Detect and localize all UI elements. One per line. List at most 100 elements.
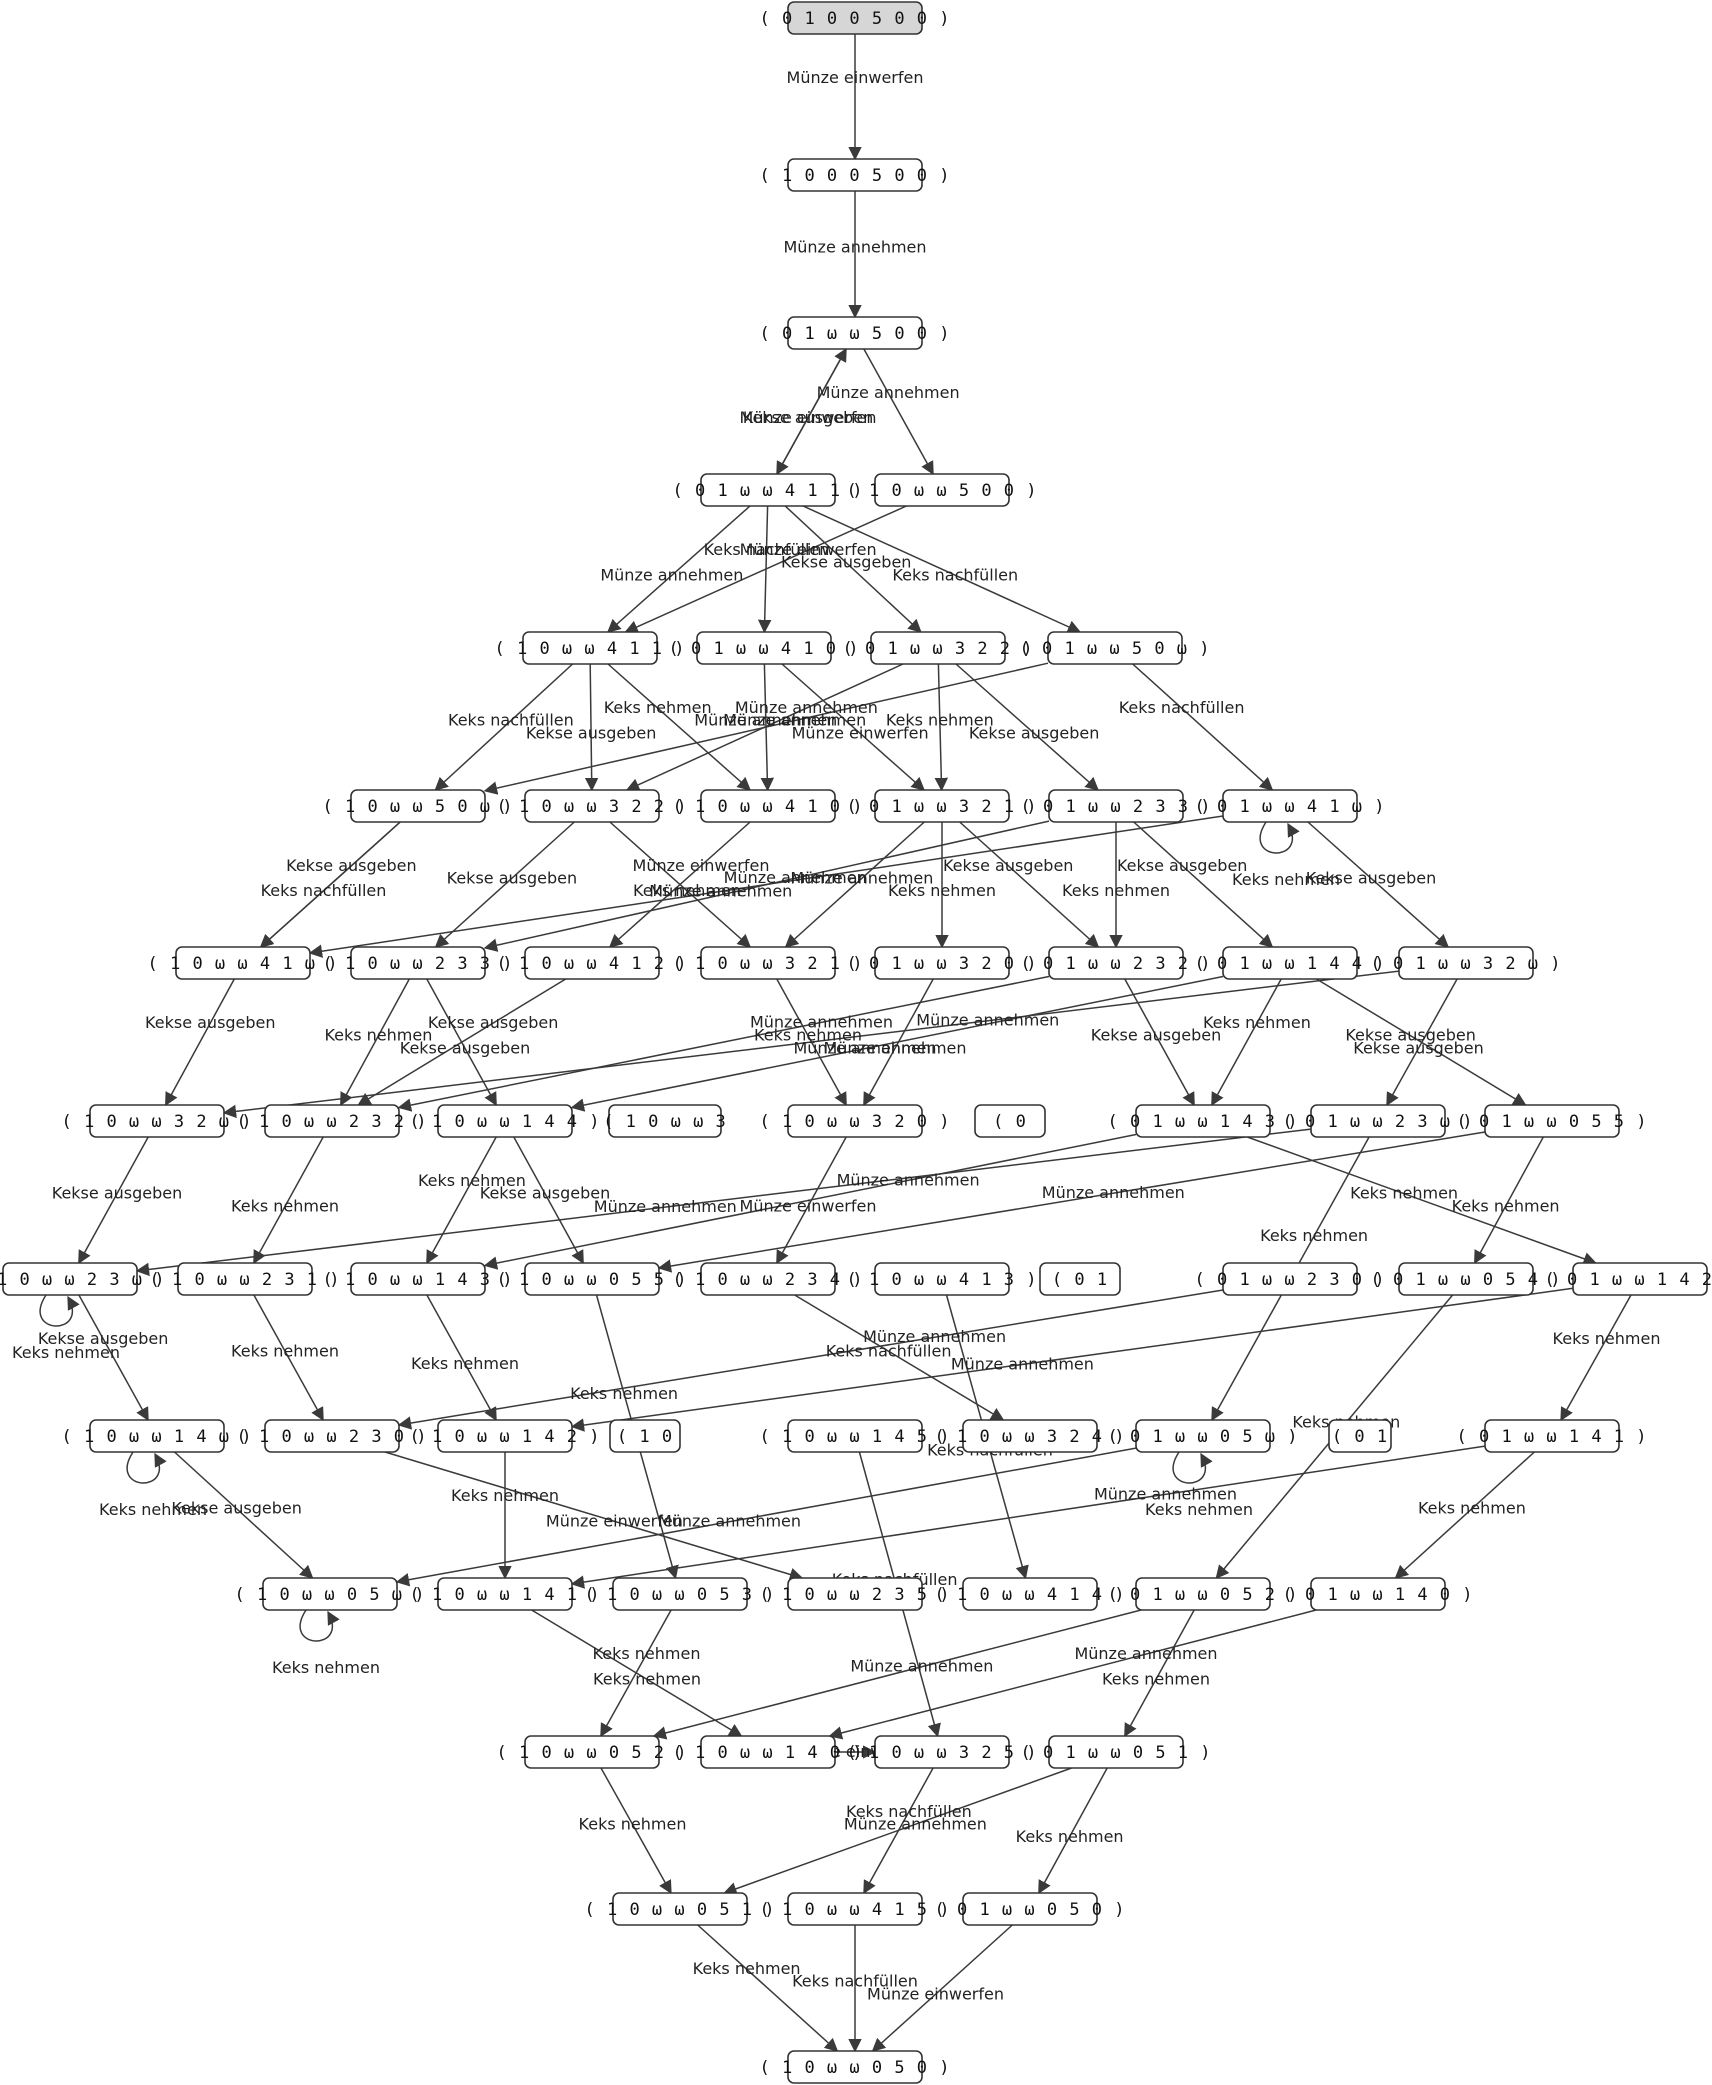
state-node[interactable]: ( 1 0 ω ω 2 3 3 ): [323, 946, 514, 980]
state-node[interactable]: ( 0 1 ω ω 4 1 1 ): [673, 473, 864, 507]
state-node[interactable]: ( 1 0 ω ω 4 1 ω ): [148, 946, 339, 980]
state-box[interactable]: [524, 1262, 660, 1296]
state-node[interactable]: ( 1 0 ω ω 1 4 0 ): [673, 1735, 864, 1769]
state-box[interactable]: [962, 1892, 1098, 1926]
state-box[interactable]: [874, 1735, 1010, 1769]
state-node[interactable]: ( 1 0 ω ω 2 3 ω ): [0, 1262, 166, 1296]
state-node[interactable]: ( 0 1 ω ω 0 5 ω ): [1108, 1419, 1299, 1453]
state-box[interactable]: [350, 789, 486, 823]
state-box[interactable]: [1135, 1104, 1271, 1138]
state-box[interactable]: [89, 1104, 225, 1138]
state-node[interactable]: ( 0 1 ω ω 5 0 ω ): [1020, 631, 1211, 665]
state-node[interactable]: ( 0 1 ω ω 0 5 0 ): [935, 1892, 1126, 1926]
initial-state-box[interactable]: [787, 1, 923, 35]
state-node[interactable]: ( 0 1: [1039, 1262, 1121, 1296]
state-box[interactable]: [874, 473, 1010, 507]
state-box[interactable]: [262, 1577, 398, 1611]
state-box[interactable]: [700, 946, 836, 980]
state-box[interactable]: [874, 946, 1010, 980]
state-box[interactable]: [1398, 946, 1534, 980]
state-node[interactable]: ( 1 0 ω ω 0 5 1 ): [585, 1892, 776, 1926]
state-node[interactable]: ( 1 0 ω ω 4 1 2 ): [497, 946, 688, 980]
state-node[interactable]: ( 1 0 ω ω 0 5 ω ): [235, 1577, 426, 1611]
state-node[interactable]: ( 1 0 ω ω 3 2 5 ): [847, 1735, 1038, 1769]
state-node[interactable]: ( 0 1 ω ω 3 2 1 ): [847, 789, 1038, 823]
state-node[interactable]: ( 0 1 0 0 5 0 0 ): [760, 1, 951, 35]
state-node[interactable]: ( 0 1 ω ω 1 4 4 ): [1195, 946, 1386, 980]
state-node[interactable]: ( 0 1 ω ω 2 3 ω ): [1283, 1104, 1474, 1138]
state-node[interactable]: ( 1 0 ω ω 4 1 0 ): [673, 789, 864, 823]
state-node[interactable]: ( 0 1 ω ω 0 5 1 ): [1021, 1735, 1212, 1769]
state-node[interactable]: ( 0 1: [1328, 1419, 1392, 1453]
state-node[interactable]: ( 1 0 ω ω 5 0 ω ): [323, 789, 514, 823]
state-box[interactable]: [787, 1577, 923, 1611]
state-node[interactable]: ( 1 0 ω ω 1 4 2 ): [410, 1419, 601, 1453]
state-box[interactable]: [437, 1577, 573, 1611]
state-box[interactable]: [787, 316, 923, 350]
state-node[interactable]: ( 1 0 ω ω 2 3 4 ): [673, 1262, 864, 1296]
state-node[interactable]: ( 1 0 ω ω 5 0 0 ): [847, 473, 1038, 507]
state-box[interactable]: [787, 1104, 923, 1138]
state-box[interactable]: [437, 1419, 573, 1453]
state-box[interactable]: [350, 946, 486, 980]
state-box[interactable]: [1222, 789, 1358, 823]
state-box[interactable]: [974, 1104, 1046, 1138]
state-node[interactable]: ( 1 0 ω ω 1 4 3 ): [323, 1262, 514, 1296]
state-box[interactable]: [524, 946, 660, 980]
state-box[interactable]: [264, 1104, 400, 1138]
state-box[interactable]: [1572, 1262, 1708, 1296]
state-box[interactable]: [1310, 1104, 1446, 1138]
state-node[interactable]: ( 0 1 ω ω 4 1 ω ): [1195, 789, 1386, 823]
state-box[interactable]: [1048, 789, 1184, 823]
state-box[interactable]: [870, 631, 1006, 665]
state-box[interactable]: [874, 789, 1010, 823]
state-box[interactable]: [1135, 1577, 1271, 1611]
state-node[interactable]: ( 1 0 ω ω 1 4 4 ): [410, 1104, 601, 1138]
state-box[interactable]: [1222, 946, 1358, 980]
state-box[interactable]: [787, 1892, 923, 1926]
state-box[interactable]: [350, 1262, 486, 1296]
state-box[interactable]: [609, 1419, 681, 1453]
state-box[interactable]: [1048, 946, 1184, 980]
state-node[interactable]: ( 0 1 ω ω 1 4 1 ): [1457, 1419, 1648, 1453]
state-node[interactable]: ( 1 0 ω ω 2 3 2 ): [237, 1104, 428, 1138]
state-box[interactable]: [1135, 1419, 1271, 1453]
state-node[interactable]: ( 1 0 ω ω 4 1 5 ): [760, 1892, 951, 1926]
state-node[interactable]: ( 1 0 ω ω 1 4 1 ): [410, 1577, 601, 1611]
state-box[interactable]: [522, 631, 658, 665]
state-node[interactable]: ( 1 0 ω ω 3: [603, 1104, 727, 1138]
state-node[interactable]: ( 1 0 ω ω 3 2 1 ): [673, 946, 864, 980]
state-node[interactable]: ( 0 1 ω ω 3 2 0 ): [847, 946, 1038, 980]
state-node[interactable]: ( 0 1 ω ω 5 0 0 ): [760, 316, 951, 350]
state-box[interactable]: [874, 1262, 1010, 1296]
state-box[interactable]: [787, 2050, 923, 2084]
state-node[interactable]: ( 0 1 ω ω 3 2 2 ): [843, 631, 1034, 665]
state-node[interactable]: ( 0 1 ω ω 0 5 5 ): [1457, 1104, 1648, 1138]
state-box[interactable]: [1328, 1419, 1392, 1453]
state-node[interactable]: ( 0 1 ω ω 0 5 4 ): [1371, 1262, 1562, 1296]
state-box[interactable]: [1398, 1262, 1534, 1296]
state-box[interactable]: [1222, 1262, 1358, 1296]
state-node[interactable]: ( 1 0 ω ω 4 1 1 ): [495, 631, 686, 665]
state-node[interactable]: ( 1 0 ω ω 2 3 5 ): [760, 1577, 951, 1611]
state-node[interactable]: ( 0 1 ω ω 1 4 0 ): [1283, 1577, 1474, 1611]
state-node[interactable]: ( 1 0 ω ω 3 2 4 ): [935, 1419, 1126, 1453]
state-node[interactable]: ( 1 0 ω ω 4 1 3 ): [847, 1262, 1038, 1296]
state-box[interactable]: [1039, 1262, 1121, 1296]
state-node[interactable]: ( 1 0 ω ω 3 2 2 ): [497, 789, 688, 823]
state-node[interactable]: ( 1 0 ω ω 1 4 5 ): [760, 1419, 951, 1453]
state-box[interactable]: [1047, 631, 1183, 665]
state-box[interactable]: [608, 1104, 722, 1138]
state-box[interactable]: [524, 1735, 660, 1769]
state-node[interactable]: ( 0 1 ω ω 0 5 2 ): [1108, 1577, 1299, 1611]
state-box[interactable]: [787, 158, 923, 192]
state-box[interactable]: [177, 1262, 313, 1296]
state-box[interactable]: [612, 1577, 748, 1611]
state-node[interactable]: ( 1 0 ω ω 4 1 4 ): [935, 1577, 1126, 1611]
state-node[interactable]: ( 1 0 ω ω 3 2 0 ): [760, 1104, 951, 1138]
state-box[interactable]: [962, 1577, 1098, 1611]
state-node[interactable]: ( 0 1 ω ω 3 2 ω ): [1371, 946, 1562, 980]
state-node[interactable]: ( 0 1 ω ω 4 1 0 ): [669, 631, 860, 665]
state-box[interactable]: [700, 473, 836, 507]
state-node[interactable]: ( 1 0: [609, 1419, 681, 1453]
